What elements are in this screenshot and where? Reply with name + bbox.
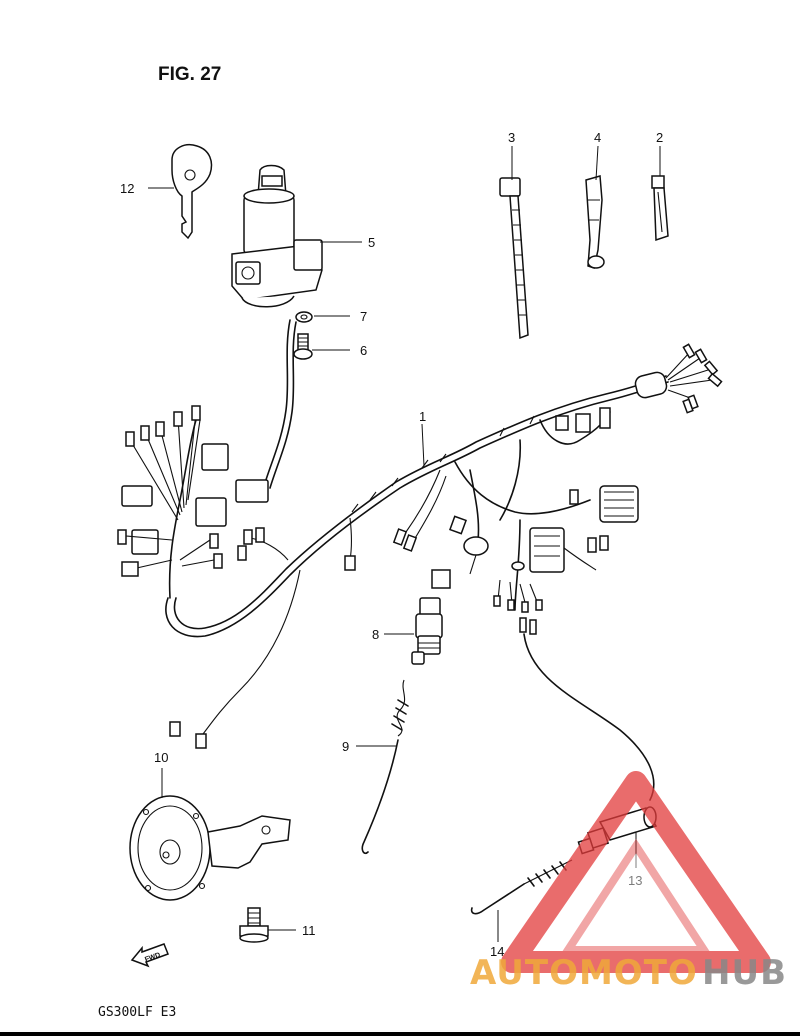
- figure-title: FIG. 27: [158, 64, 221, 85]
- screw-6: [293, 333, 313, 360]
- callout-6: 6: [360, 343, 367, 358]
- clamp-4: [585, 175, 605, 269]
- callout-9: 9: [342, 739, 349, 754]
- watermark-text-primary: AUTOMOTO: [470, 953, 698, 993]
- callout-12: 12: [120, 181, 134, 196]
- callout-7: 7: [360, 309, 367, 324]
- spring-9: [361, 679, 409, 855]
- watermark-logo: [501, 771, 771, 973]
- leader-lines: [148, 145, 661, 942]
- callout-5: 5: [368, 235, 375, 250]
- horn-10: [129, 795, 291, 901]
- callout-2: 2: [656, 130, 663, 145]
- clip-2: [651, 175, 669, 242]
- callout-14: 14: [490, 944, 504, 959]
- callout-4: 4: [594, 130, 601, 145]
- callout-8: 8: [372, 627, 379, 642]
- stop-switch-8: [411, 597, 443, 665]
- ignition-switch: [231, 164, 323, 308]
- ignition-key: [171, 144, 213, 240]
- washer: [295, 311, 313, 323]
- cable-tie-3: [499, 177, 529, 340]
- callout-1: 1: [419, 409, 426, 424]
- callout-3: 3: [508, 130, 515, 145]
- fwd-arrow-icon: FWD: [130, 943, 169, 968]
- model-code: GS300LF E3: [98, 1005, 176, 1020]
- wiring-harness: [117, 319, 723, 801]
- callout-13: 13: [628, 873, 642, 888]
- callout-10: 10: [154, 750, 168, 765]
- callout-11: 11: [302, 923, 316, 938]
- bolt-11: [239, 907, 269, 943]
- watermark-text-secondary: HUB: [702, 953, 787, 993]
